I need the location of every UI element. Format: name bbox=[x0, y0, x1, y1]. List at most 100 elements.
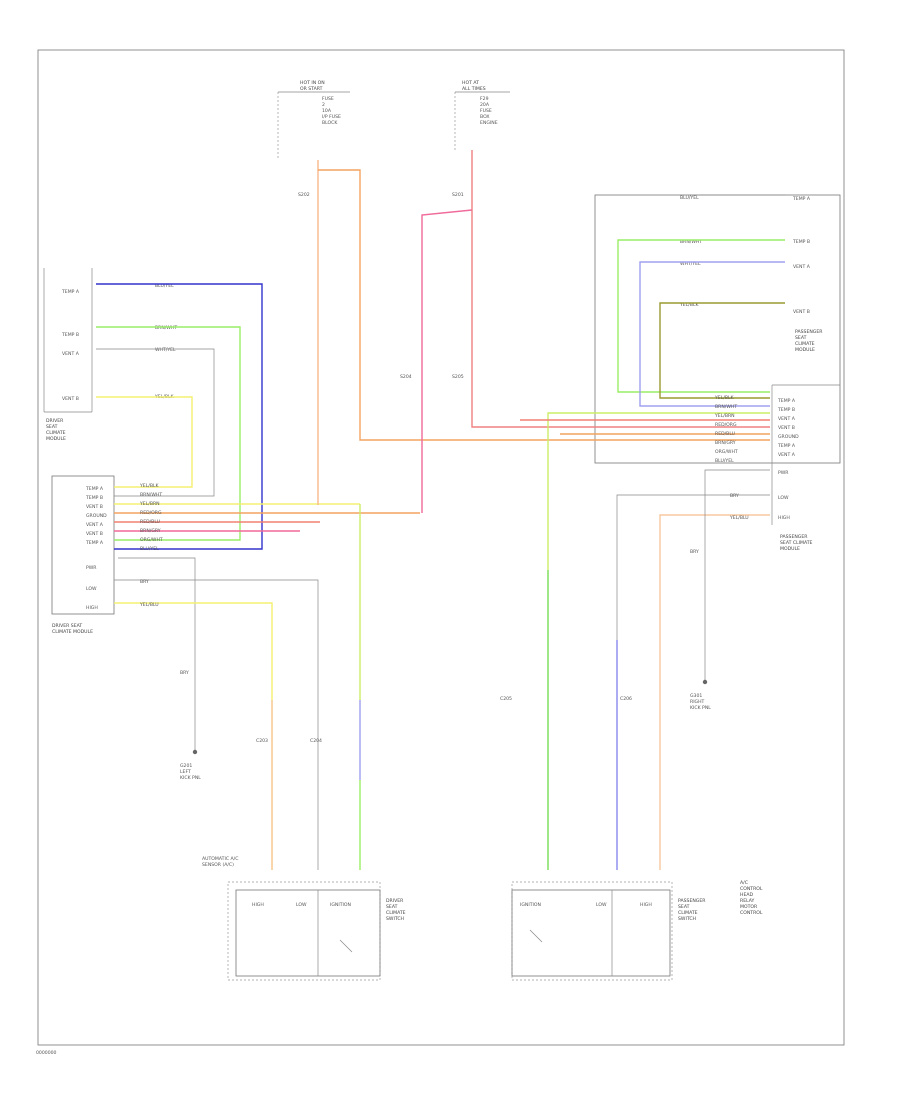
svg-text:YEL/BRN: YEL/BRN bbox=[714, 413, 735, 419]
svg-text:CONTROL: CONTROL bbox=[740, 910, 763, 916]
svg-text:BRN/GRY: BRN/GRY bbox=[715, 440, 736, 446]
fuse-left: HOT IN ON OR START FUSE 2 10A I/P FUSE B… bbox=[277, 80, 350, 158]
splice-label: S205 bbox=[452, 374, 464, 380]
svg-text:LEFT: LEFT bbox=[180, 769, 191, 775]
svg-text:YEL/BLU: YEL/BLU bbox=[729, 515, 749, 521]
ground-right: G301 RIGHT KICK PNL bbox=[690, 679, 711, 711]
svg-text:10A: 10A bbox=[322, 108, 332, 114]
splice-label: C206 bbox=[620, 696, 632, 702]
passenger-climate-module: TEMP A TEMP B VENT A VENT B GROUND TEMP … bbox=[771, 384, 840, 552]
svg-text:A/C: A/C bbox=[740, 880, 748, 886]
svg-text:BLU/YEL: BLU/YEL bbox=[715, 458, 734, 464]
svg-text:YEL/BRN: YEL/BRN bbox=[139, 501, 160, 507]
svg-text:VENT A: VENT A bbox=[86, 522, 104, 528]
svg-text:YEL/BLK: YEL/BLK bbox=[139, 483, 160, 489]
svg-text:TEMP B: TEMP B bbox=[792, 239, 810, 245]
splice-label: C205 bbox=[500, 696, 512, 702]
svg-text:TEMP A: TEMP A bbox=[792, 196, 811, 202]
wire-lime-right bbox=[547, 412, 770, 570]
splice-label: S202 bbox=[298, 192, 310, 198]
svg-text:IGNITION: IGNITION bbox=[520, 902, 541, 908]
svg-text:LOW: LOW bbox=[596, 902, 607, 908]
svg-text:DRIVER: DRIVER bbox=[46, 418, 64, 424]
svg-text:VENT B: VENT B bbox=[793, 309, 810, 315]
svg-text:SEAT: SEAT bbox=[46, 424, 58, 430]
wire-olive-right bbox=[659, 302, 785, 399]
splice-label: S201 bbox=[452, 192, 464, 198]
svg-text:LOW: LOW bbox=[778, 495, 789, 501]
svg-text:VENT A: VENT A bbox=[778, 452, 796, 458]
svg-text:G301: G301 bbox=[690, 693, 702, 699]
svg-text:VENT A: VENT A bbox=[778, 416, 796, 422]
svg-text:VENT B: VENT B bbox=[86, 531, 103, 537]
svg-text:SWITCH: SWITCH bbox=[386, 916, 404, 922]
svg-text:HIGH: HIGH bbox=[86, 605, 98, 611]
wire-gray-ground-right bbox=[704, 469, 770, 680]
control-head-label: A/C CONTROL HEAD RELAY MOTOR CONTROL bbox=[740, 880, 763, 916]
wire-fuse-left-branch bbox=[318, 169, 770, 441]
svg-text:TEMP B: TEMP B bbox=[85, 495, 103, 501]
svg-text:HEAD: HEAD bbox=[740, 892, 753, 898]
svg-text:HOT IN ON: HOT IN ON bbox=[300, 80, 325, 86]
svg-text:RIGHT: RIGHT bbox=[690, 699, 705, 705]
splice-label: C204 bbox=[310, 738, 322, 744]
svg-text:F29: F29 bbox=[480, 96, 489, 102]
svg-text:TEMP A: TEMP A bbox=[777, 398, 796, 404]
diagram-frame bbox=[37, 49, 845, 1046]
side-note: AUTOMATIC A/C bbox=[202, 856, 238, 862]
svg-text:ORG/WHT: ORG/WHT bbox=[715, 449, 738, 455]
svg-text:CLIMATE MODULE: CLIMATE MODULE bbox=[52, 629, 93, 635]
svg-text:SEAT: SEAT bbox=[386, 904, 398, 910]
svg-text:BRN/WHT: BRN/WHT bbox=[715, 404, 737, 410]
svg-text:TEMP A: TEMP A bbox=[85, 486, 104, 492]
svg-text:G201: G201 bbox=[180, 763, 192, 769]
svg-text:BOX: BOX bbox=[480, 114, 490, 120]
fuse-right: HOT AT ALL TIMES F29 20A FUSE BOX ENGINE bbox=[454, 80, 510, 150]
svg-text:TEMP A: TEMP A bbox=[85, 540, 104, 546]
passenger-switch: IGNITION LOW HIGH PASSENGER SEAT CLIMATE… bbox=[511, 881, 706, 981]
svg-text:CLIMATE: CLIMATE bbox=[795, 341, 815, 347]
svg-text:TEMP A: TEMP A bbox=[61, 289, 80, 295]
passenger-cm-wire-labels: YEL/BLK BRN/WHT YEL/BRN RED/ORG RED/BLU … bbox=[690, 395, 749, 555]
svg-text:WHT/YEL: WHT/YEL bbox=[680, 261, 701, 267]
svg-text:MOTOR: MOTOR bbox=[740, 904, 758, 910]
svg-text:HIGH: HIGH bbox=[778, 515, 790, 521]
svg-text:LOW: LOW bbox=[86, 586, 97, 592]
wire-yellow-driver bbox=[114, 602, 273, 870]
svg-text:DRIVER: DRIVER bbox=[386, 898, 404, 904]
svg-text:LOW: LOW bbox=[296, 902, 307, 908]
left-module: TEMP A TEMP B VENT A VENT B DRIVER SEAT … bbox=[43, 268, 177, 442]
svg-text:RED/ORG: RED/ORG bbox=[140, 510, 162, 516]
svg-text:RED/BLU: RED/BLU bbox=[140, 519, 160, 525]
svg-text:SEAT CLIMATE: SEAT CLIMATE bbox=[780, 540, 813, 546]
wire-pink-diag bbox=[421, 209, 473, 513]
svg-text:CLIMATE: CLIMATE bbox=[386, 910, 406, 916]
svg-text:BLU/YEL: BLU/YEL bbox=[155, 283, 174, 289]
driver-climate-module: TEMP A TEMP B VENT B GROUND VENT A VENT … bbox=[51, 475, 115, 635]
svg-text:BRN/WHT: BRN/WHT bbox=[155, 325, 177, 331]
svg-text:DRIVER SEAT: DRIVER SEAT bbox=[52, 623, 82, 629]
svg-text:VENT B: VENT B bbox=[86, 504, 103, 510]
wire-green-right bbox=[617, 239, 785, 393]
svg-text:PASSENGER: PASSENGER bbox=[795, 329, 823, 335]
wire-yellow-left bbox=[96, 396, 193, 488]
svg-text:CONTROL: CONTROL bbox=[740, 886, 763, 892]
svg-text:BRY: BRY bbox=[730, 493, 739, 499]
wire-green-left bbox=[96, 326, 241, 541]
svg-text:SEAT: SEAT bbox=[795, 335, 807, 341]
svg-text:PWR: PWR bbox=[86, 565, 97, 571]
footer-code: 0000000 bbox=[36, 1050, 57, 1056]
svg-text:I/P FUSE: I/P FUSE bbox=[322, 114, 341, 120]
svg-text:ENGINE: ENGINE bbox=[480, 120, 498, 126]
svg-text:BRN/GRY: BRN/GRY bbox=[140, 528, 161, 534]
driver-cm-wire-labels: YEL/BLK BRN/WHT YEL/BRN RED/ORG RED/BLU … bbox=[139, 483, 189, 676]
svg-text:WHT/YEL: WHT/YEL bbox=[155, 347, 176, 353]
svg-text:VENT B: VENT B bbox=[778, 425, 795, 431]
driver-switch: HIGH LOW IGNITION DRIVER SEAT CLIMATE SW… bbox=[227, 881, 406, 981]
svg-text:PASSENGER: PASSENGER bbox=[780, 534, 808, 540]
side-note: SENSOR (A/C) bbox=[202, 862, 234, 868]
wire-ground-left bbox=[118, 557, 196, 750]
svg-text:OR START: OR START bbox=[300, 86, 323, 92]
svg-text:20A: 20A bbox=[480, 102, 490, 108]
